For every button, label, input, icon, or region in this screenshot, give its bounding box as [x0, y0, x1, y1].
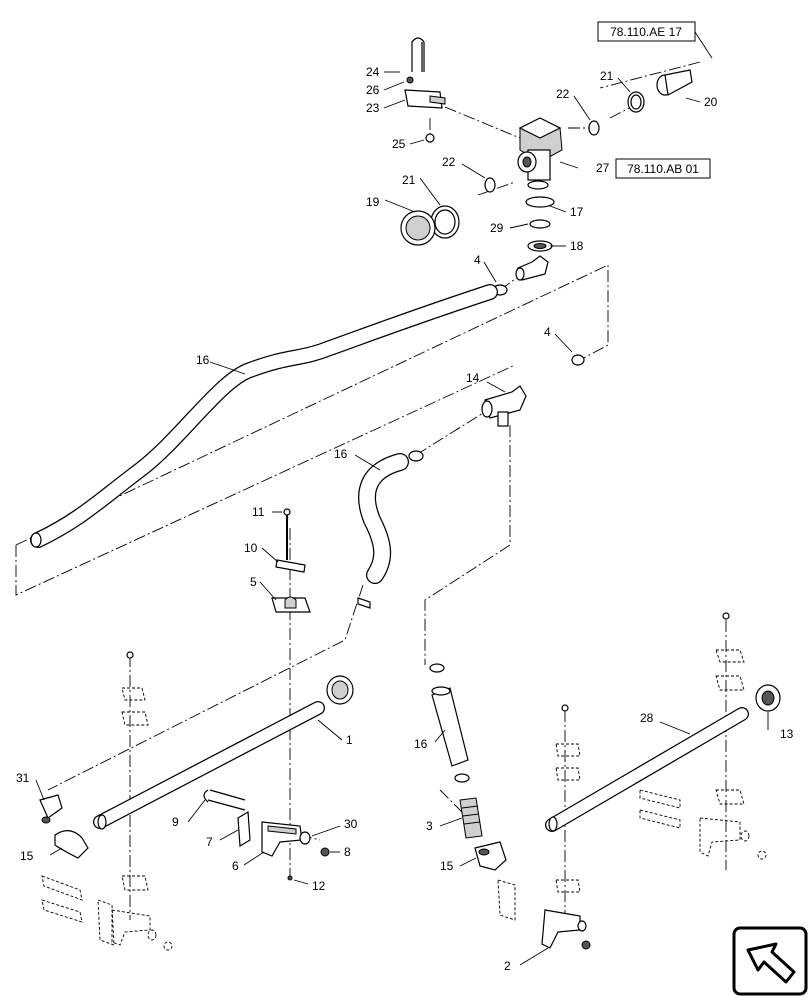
ghost-bracket-part: [41, 875, 173, 951]
elbow-part: [39, 794, 63, 824]
ring-part: [484, 177, 496, 193]
nut-part: [406, 76, 414, 84]
end-cap-part: [326, 675, 354, 705]
callout-14: 14: [466, 371, 480, 385]
ghost-clamp-part: [497, 612, 767, 921]
callout-27: 27: [596, 161, 610, 175]
callout-22: 22: [556, 87, 570, 101]
callout-17: 17: [570, 205, 584, 219]
callout-26: 26: [366, 83, 380, 97]
callout-16: 16: [196, 353, 210, 367]
hose-clamp-part: [408, 450, 424, 462]
washer-part: [299, 831, 311, 845]
callout-15: 15: [20, 849, 34, 863]
bolt-part: [283, 508, 291, 560]
valve-body-part: [517, 117, 563, 190]
straight-hose-part: [431, 686, 469, 767]
callout-4b: 4: [544, 325, 551, 339]
callout-2: 2: [504, 959, 511, 973]
reference-label-2: 78.110.AB 01: [627, 162, 699, 176]
fitting-part: [656, 69, 693, 96]
mount-bracket-part: [261, 821, 303, 857]
callout-30: 30: [344, 817, 358, 831]
u-bolt-part: [411, 37, 425, 72]
callout-21b: 21: [402, 173, 416, 187]
bracket-part: [237, 810, 251, 848]
reference-box-2[interactable]: 78.110.AB 01: [615, 158, 711, 179]
hose-clamp-part: [429, 663, 445, 673]
leader-lines: [35, 71, 769, 966]
callout-9: 9: [172, 815, 179, 829]
end-cap-part: [755, 684, 781, 712]
clamp-part: [627, 91, 645, 113]
callout-31: 31: [16, 771, 30, 785]
callout-23: 23: [366, 101, 380, 115]
callout-21: 21: [600, 69, 614, 83]
callout-labels: 24 26 23 25 22 21 20 27 19 21 22 17 29 1…: [16, 65, 794, 973]
callout-22b: 22: [442, 155, 456, 169]
callout-25: 25: [392, 137, 406, 151]
long-hose-part: [30, 284, 498, 548]
hose-clamp-part: [571, 354, 585, 366]
callout-10: 10: [244, 541, 258, 555]
ghost-clamp-part: [121, 651, 149, 891]
elbow-part: [54, 830, 89, 859]
nut-part: [425, 133, 435, 143]
callout-16b: 16: [334, 447, 348, 461]
reference-label-1: 78.110.AE 17: [610, 25, 682, 39]
bracket-part: [404, 89, 446, 109]
gasket-part: [527, 240, 553, 252]
elbow-part: [515, 255, 549, 281]
nut-part: [287, 875, 293, 881]
callout-6: 6: [232, 859, 239, 873]
clamp-part: [430, 205, 460, 239]
callout-20: 20: [704, 95, 718, 109]
hose-clamp-part: [454, 773, 470, 783]
callout-18: 18: [570, 239, 584, 253]
callout-12: 12: [312, 879, 326, 893]
tee-fitting-part: [481, 385, 527, 427]
callout-28: 28: [640, 711, 654, 725]
clamp-half-part: [271, 596, 311, 613]
curved-hose-part: [358, 453, 409, 584]
clamp-part: [525, 196, 555, 208]
right-pipe-part: [545, 707, 749, 832]
nipple-part: [357, 597, 371, 609]
callout-11: 11: [252, 505, 265, 519]
nut-part: [320, 847, 330, 857]
callout-5: 5: [250, 575, 257, 589]
plate-part: [275, 559, 306, 573]
ring-part: [529, 219, 551, 229]
left-pipe-part: [93, 701, 325, 830]
callout-16c: 16: [414, 737, 428, 751]
callout-29: 29: [490, 221, 504, 235]
callout-15b: 15: [440, 859, 454, 873]
mount-bracket-part: [541, 909, 591, 950]
callout-19: 19: [366, 195, 380, 209]
elbow-part: [474, 841, 507, 871]
u-bolt-part: [203, 789, 246, 811]
callout-3: 3: [426, 819, 433, 833]
callout-4: 4: [474, 253, 481, 267]
callout-8: 8: [344, 845, 351, 859]
callout-13: 13: [780, 727, 794, 741]
callout-1: 1: [346, 733, 353, 747]
nipple-part: [459, 797, 483, 839]
ring-part: [588, 120, 600, 136]
arrow-navigation-icon[interactable]: [732, 926, 808, 996]
callout-7: 7: [206, 835, 213, 849]
reference-box-1[interactable]: 78.110.AE 17: [597, 21, 696, 42]
cap-part: [400, 210, 436, 246]
callout-24: 24: [366, 65, 380, 79]
